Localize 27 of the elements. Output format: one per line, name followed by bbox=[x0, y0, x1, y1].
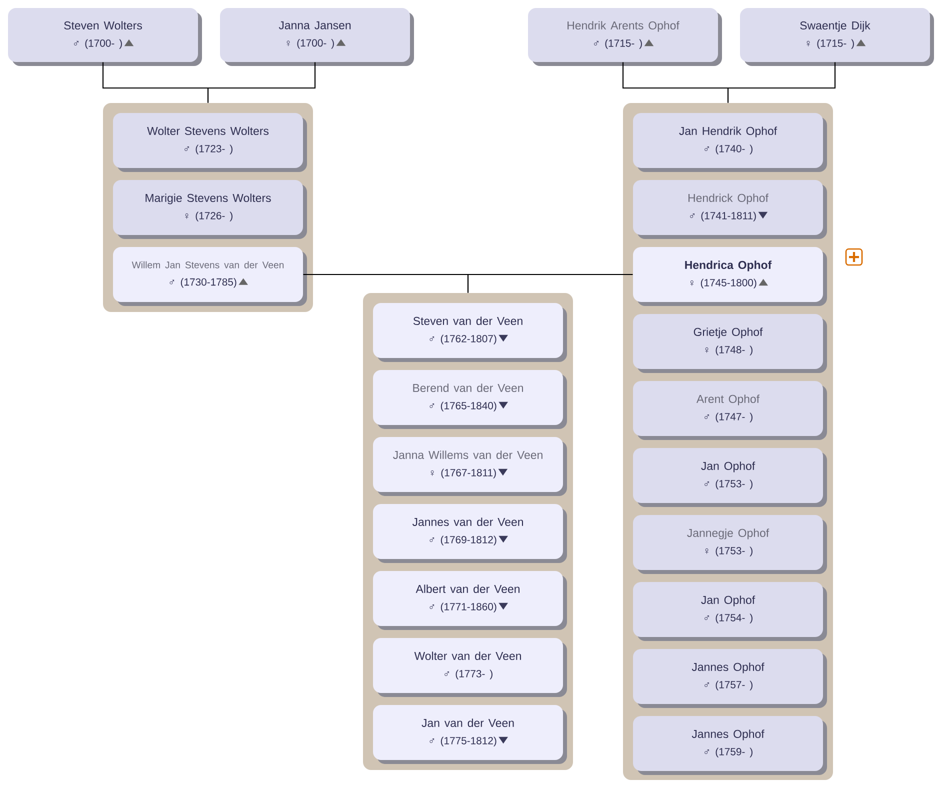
person-box: Berend van der Veen ♂ (1765-1840) bbox=[373, 370, 567, 429]
person-box: Wolter Stevens Wolters ♂ (1723- ) bbox=[113, 113, 307, 172]
connector-line bbox=[207, 62, 316, 103]
person-box: Swaentje Dijk ♀ (1715- ) bbox=[740, 8, 934, 66]
person-box: Steven Wolters ♂ (1700- ) bbox=[8, 8, 202, 66]
person-box: Wolter van der Veen ♂ (1773- ) bbox=[373, 638, 567, 697]
person-box: Janna Jansen ♀ (1700- ) bbox=[220, 8, 414, 66]
person-box: Albert van der Veen ♂ (1771-1860) bbox=[373, 571, 567, 630]
person-box: Steven van der Veen ♂ (1762-1807) bbox=[373, 303, 567, 362]
person-box: Jannes Ophof ♂ (1757- ) bbox=[633, 649, 827, 708]
person-box: Willem Jan Stevens van der Veen ♂ (1730-1785) bbox=[113, 247, 307, 306]
person-box: Marigie Stevens Wolters ♀ (1726- ) bbox=[113, 180, 307, 239]
person-box: Arent Ophof ♂ (1747- ) bbox=[633, 381, 827, 440]
person-box: Jannes Ophof ♂ (1759- ) bbox=[633, 716, 827, 775]
person-box: Jan Ophof ♂ (1754- ) bbox=[633, 582, 827, 641]
person-box: Jannes van der Veen ♂ (1769-1812) bbox=[373, 504, 567, 563]
person-box: Jan Hendrik Ophof ♂ (1740- ) bbox=[633, 113, 827, 172]
connector-line bbox=[727, 62, 836, 103]
person-box: Hendrica Ophof ♀ (1745-1800) bbox=[633, 247, 827, 306]
person-box: Jan Ophof ♂ (1753- ) bbox=[633, 448, 827, 507]
person-box: Hendrick Ophof ♂ (1741-1811) bbox=[633, 180, 827, 239]
person-box: Janna Willems van der Veen ♀ (1767-1811) bbox=[373, 437, 567, 496]
person-box: Jan van der Veen ♂ (1775-1812) bbox=[373, 705, 567, 764]
person-box: Jannegje Ophof ♀ (1753- ) bbox=[633, 515, 827, 574]
person-box: Hendrik Arents Ophof ♂ (1715- ) bbox=[528, 8, 722, 66]
connector-line bbox=[467, 274, 633, 293]
person-box: Grietje Ophof ♀ (1748- ) bbox=[633, 314, 827, 373]
